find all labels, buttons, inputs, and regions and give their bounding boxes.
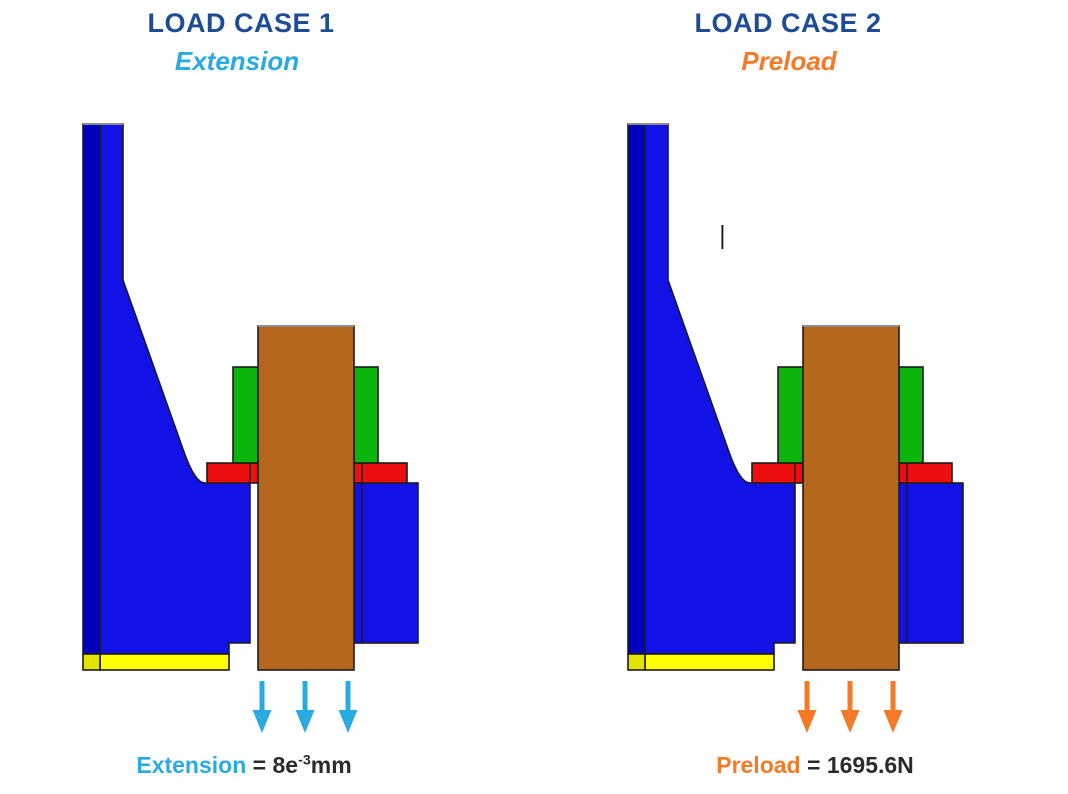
bolt-shape xyxy=(257,325,355,671)
nut-right-shape xyxy=(898,366,924,464)
result-label-extension: Extension = 8e-3mm xyxy=(136,752,351,779)
load-case-2-subtitle: Preload xyxy=(741,46,837,76)
result-exponent: -3 xyxy=(298,752,311,769)
flange-body-shape xyxy=(644,123,796,655)
nut-right-shape xyxy=(353,366,379,464)
base-strip-shape xyxy=(99,653,230,671)
result-value: = 1695.6N xyxy=(800,752,914,778)
result-name: Extension xyxy=(136,752,247,778)
result-value: = 8e xyxy=(246,752,299,778)
down-arrow-icon xyxy=(252,681,272,733)
flange-body-shape xyxy=(99,123,251,655)
down-arrow-icon xyxy=(797,681,817,733)
clamped-plate-shape xyxy=(353,482,419,644)
assembly-diagram-case-2 xyxy=(627,123,964,733)
text-cursor-artifact xyxy=(721,225,724,249)
base-strip-shape xyxy=(644,653,775,671)
load-case-1-subtitle: Extension xyxy=(174,46,300,76)
down-arrow-icon xyxy=(295,681,315,733)
flange-inner-wall-shape xyxy=(627,123,646,655)
flange-inner-wall-shape xyxy=(82,123,101,655)
assembly-diagram-case-1 xyxy=(82,123,419,733)
load-case-1-title: LOAD CASE 1 xyxy=(147,8,335,38)
down-arrow-icon xyxy=(883,681,903,733)
base-strip-corner-shape xyxy=(627,653,646,671)
nut-left-shape xyxy=(777,366,804,464)
down-arrow-icon xyxy=(840,681,860,733)
result-name: Preload xyxy=(716,752,801,778)
nut-left-shape xyxy=(232,366,259,464)
bolt-shape xyxy=(802,325,900,671)
clamped-plate-shape xyxy=(898,482,964,644)
base-strip-corner-shape xyxy=(82,653,101,671)
load-case-2-title: LOAD CASE 2 xyxy=(694,8,882,38)
result-unit: mm xyxy=(310,752,352,778)
down-arrow-icon xyxy=(338,681,358,733)
result-label-preload: Preload = 1695.6N xyxy=(716,752,914,779)
